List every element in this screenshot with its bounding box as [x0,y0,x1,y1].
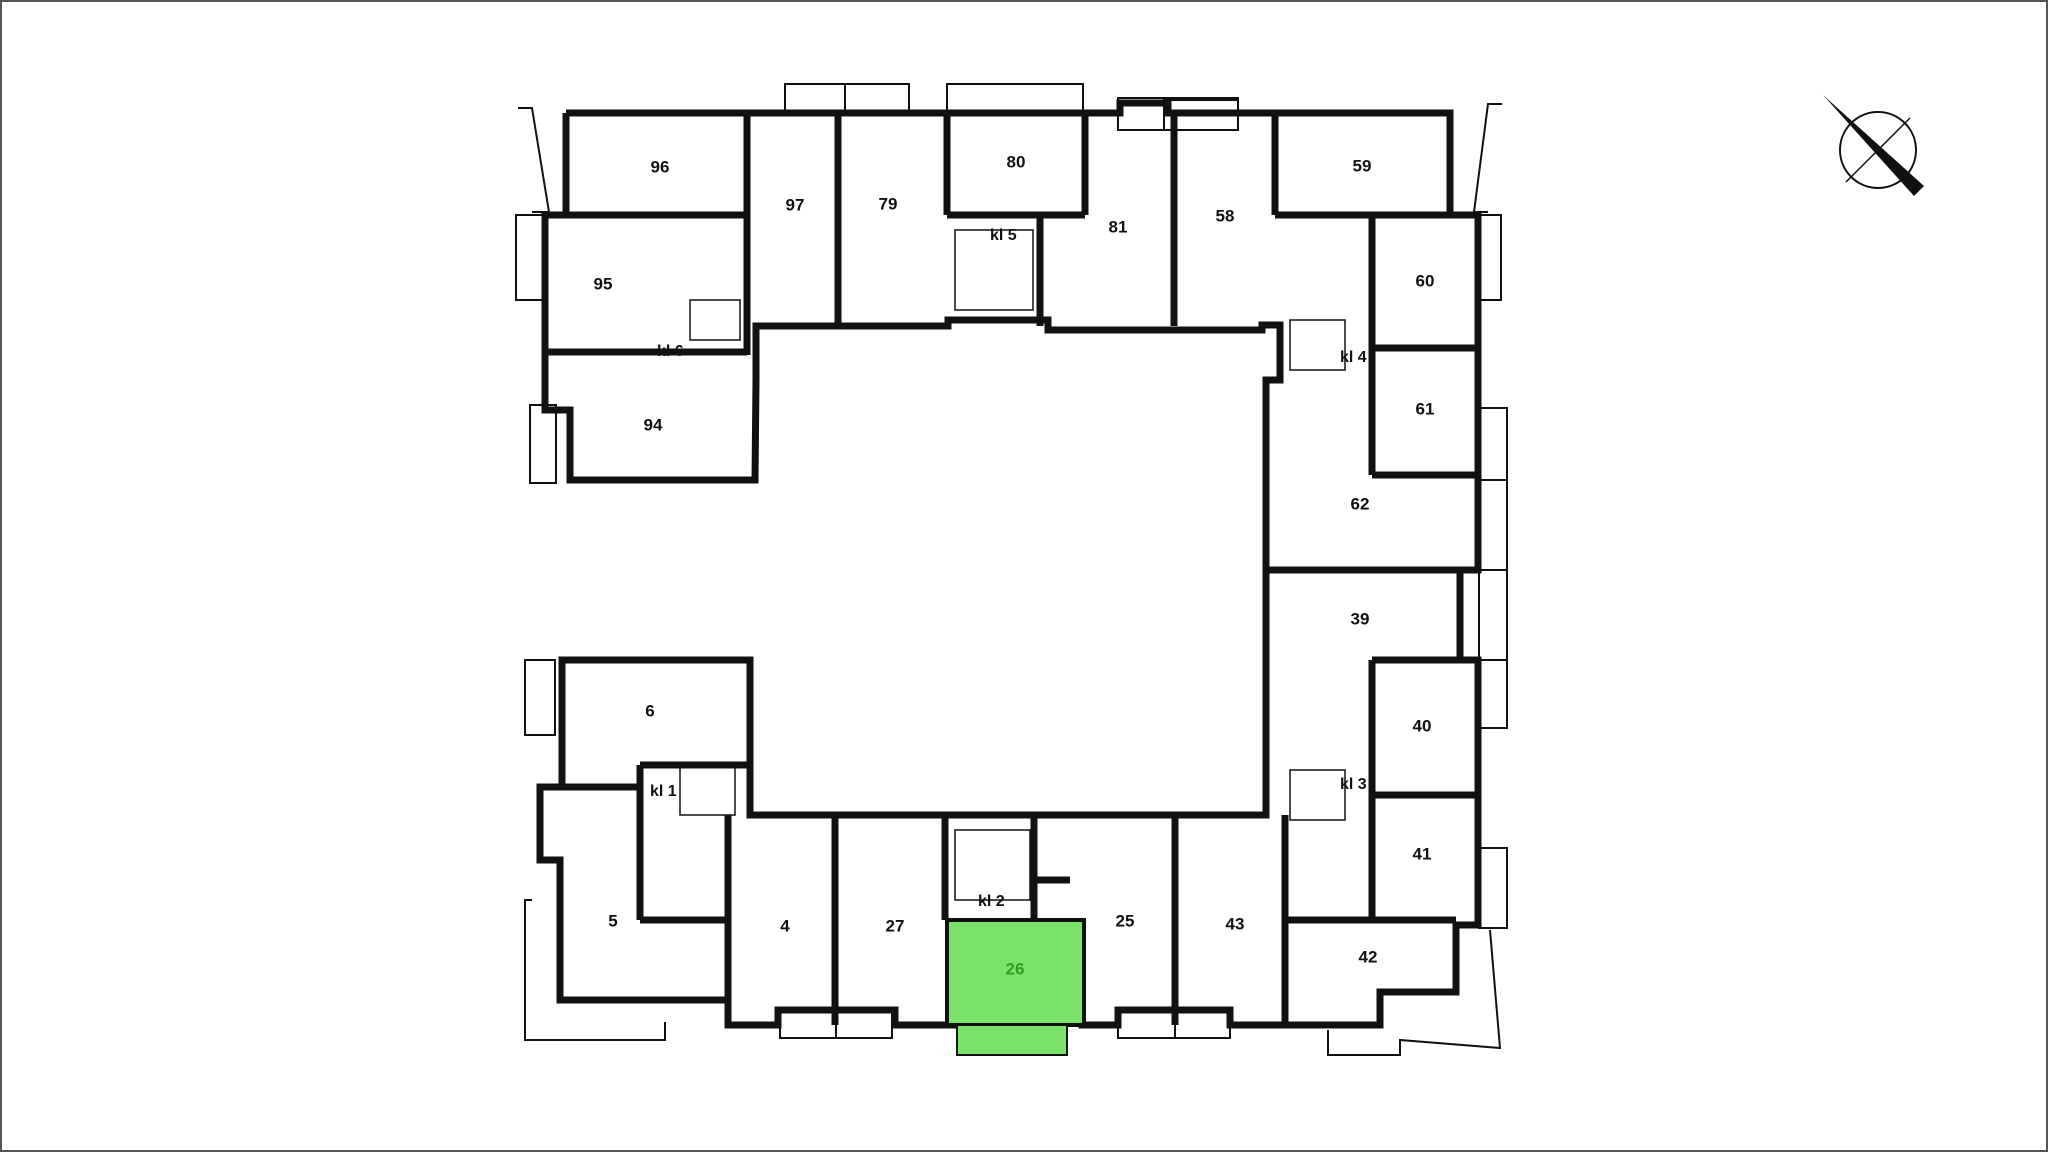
compass-north-arrow-icon [1823,95,1924,196]
apartment-label-42[interactable]: 42 [1359,947,1378,966]
apartment-label-27[interactable]: 27 [886,916,905,935]
apartment-label-80[interactable]: 80 [1007,152,1026,171]
apartment-label-79[interactable]: 79 [879,194,898,213]
apartment-label-43[interactable]: 43 [1226,914,1245,933]
apartment-label-26[interactable]: 26 [1006,959,1025,978]
apartment-label-60[interactable]: 60 [1416,271,1435,290]
staircase-label-kl1: kl 1 [650,783,677,800]
staircase-label-kl4: kl 4 [1340,349,1367,366]
apartment-label-5[interactable]: 5 [608,911,617,930]
apartment-label-94[interactable]: 94 [644,415,663,434]
apartment-labels: 96 97 79 80 81 58 59 95 60 61 94 62 39 4… [594,152,1435,978]
apartment-label-62[interactable]: 62 [1351,494,1370,513]
apartment-26-room[interactable] [945,918,1086,1027]
staircase-label-kl3: kl 3 [1340,776,1367,793]
apartment-26-balcony[interactable] [956,1024,1068,1056]
apartment-label-61[interactable]: 61 [1416,399,1435,418]
staircase-label-kl2: kl 2 [978,893,1005,910]
apartment-label-40[interactable]: 40 [1413,716,1432,735]
building-walls [536,99,1482,1029]
apartment-label-96[interactable]: 96 [651,157,670,176]
apartment-26-highlight[interactable] [945,918,1086,1056]
apartment-label-58[interactable]: 58 [1216,206,1235,225]
apartment-label-41[interactable]: 41 [1413,844,1432,863]
apartment-label-4[interactable]: 4 [780,916,790,935]
apartment-label-25[interactable]: 25 [1116,911,1135,930]
apartment-label-39[interactable]: 39 [1351,609,1370,628]
apartment-label-6[interactable]: 6 [645,701,654,720]
apartment-label-95[interactable]: 95 [594,274,613,293]
staircase-drawings [679,229,1346,901]
staircase-labels: kl 5 kl 6 kl 4 kl 1 kl 3 kl 2 [650,227,1367,910]
staircase-label-kl6: kl 6 [657,343,684,360]
partitions [540,113,1478,1025]
apartment-label-97[interactable]: 97 [786,195,805,214]
staircase-label-kl5: kl 5 [990,227,1017,244]
apartment-label-59[interactable]: 59 [1353,156,1372,175]
apartment-label-81[interactable]: 81 [1109,217,1128,236]
